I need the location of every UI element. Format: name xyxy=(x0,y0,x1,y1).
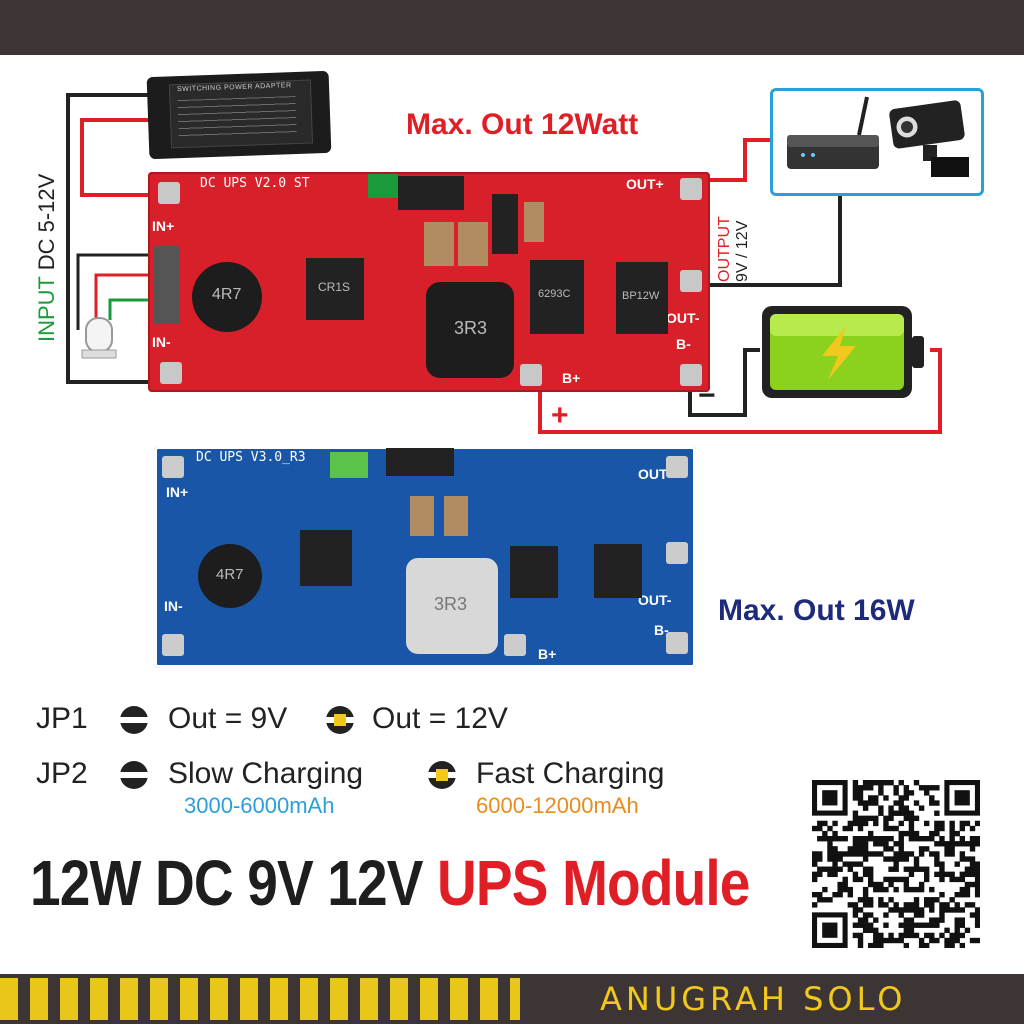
jp2-open-caption: 3000-6000mAh xyxy=(184,793,335,818)
ic-chip-2-label: 6293C xyxy=(538,288,571,300)
red-out-plus: OUT+ xyxy=(626,176,664,192)
title-black: 12W DC 9V 12V xyxy=(30,847,423,919)
jp1-closed-label: Out = 12V xyxy=(372,702,508,735)
led-icon xyxy=(81,317,117,359)
hazard-stripes xyxy=(0,978,520,1020)
ic-chip-3: BP12W xyxy=(616,262,668,334)
red-board-title: DC UPS V2.0 ST xyxy=(200,176,310,191)
input-prefix: INPUT xyxy=(34,276,59,342)
red-b-minus: B- xyxy=(676,336,691,352)
jumper-open-icon xyxy=(120,761,148,789)
blue-inductor-4r7-label: 4R7 xyxy=(216,566,244,583)
output-prefix: OUTPUT xyxy=(716,216,733,282)
blue-inductor-4r7: 4R7 xyxy=(198,544,262,608)
wiring-diagram: + − xyxy=(66,93,942,434)
battery-icon xyxy=(760,304,926,400)
blue-in-plus: IN+ xyxy=(166,484,189,500)
output-label: OUTPUT 9V / 12V xyxy=(716,216,752,282)
blue-in-minus: IN- xyxy=(164,598,183,614)
inductor-3r3-label: 3R3 xyxy=(454,318,488,338)
jp2-open-label: Slow Charging xyxy=(168,757,364,790)
jumper-closed-icon xyxy=(326,706,354,734)
input-value: DC 5-12V xyxy=(34,173,59,271)
jumper-closed-icon xyxy=(428,761,456,789)
red-in-plus: IN+ xyxy=(152,218,175,234)
blue-ups-board: DC UPS V3.0_R3 IN+ IN- OUT+ OUT- B+ B- 4… xyxy=(154,446,696,668)
jp2-closed-label: Fast Charging xyxy=(476,757,665,790)
power-adapter: SWITCHING POWER ADAPTER xyxy=(146,70,332,160)
jp1-name: JP1 xyxy=(36,702,88,735)
blue-b-minus: B- xyxy=(654,622,669,638)
jp2-row: JP2 Slow Charging 3000-6000mAh Fast Char… xyxy=(36,757,736,827)
max-out-blue-label: Max. Out 16W xyxy=(718,594,915,627)
output-value: 9V / 12V xyxy=(734,220,751,282)
blue-b-plus: B+ xyxy=(538,646,557,662)
input-label: INPUT DC 5-12V xyxy=(34,174,60,342)
inductor-3r3: 3R3 xyxy=(426,282,514,378)
ic-chip-3-label: BP12W xyxy=(622,290,660,302)
brand-name: ANUGRAH SOLO xyxy=(600,980,907,1018)
svg-text:+: + xyxy=(551,399,569,432)
page-title: 12W DC 9V 12V UPS Module xyxy=(30,846,750,920)
blue-inductor-3r3: 3R3 xyxy=(406,558,498,654)
jumper-open-icon xyxy=(120,706,148,734)
router-icon xyxy=(787,96,969,177)
ic-chip-1-label: CR1S xyxy=(318,280,351,294)
ic-chip-1: CR1S xyxy=(306,258,364,320)
inductor-4r7-label: 4R7 xyxy=(212,286,242,303)
ic-chip-2: 6293C xyxy=(530,260,584,334)
red-b-plus: B+ xyxy=(562,370,581,386)
jp1-row: JP1 Out = 9V Out = 12V xyxy=(36,702,596,742)
blue-board-title: DC UPS V3.0_R3 xyxy=(196,450,306,465)
red-out-minus: OUT- xyxy=(666,310,700,326)
inductor-4r7: 4R7 xyxy=(192,262,262,332)
jp2-name: JP2 xyxy=(36,757,88,790)
title-red: UPS Module xyxy=(437,847,750,919)
jp1-open-label: Out = 9V xyxy=(168,702,288,735)
max-out-red-label: Max. Out 12Watt xyxy=(406,108,639,141)
qr-code xyxy=(812,780,981,949)
output-devices-box xyxy=(770,88,984,196)
top-bar xyxy=(0,0,1024,55)
cctv-camera-icon xyxy=(889,100,969,177)
jp2-closed-caption: 6000-12000mAh xyxy=(476,793,639,818)
red-ups-board: DC UPS V2.0 ST IN+ IN- OUT+ OUT- B+ B- 4… xyxy=(148,172,710,392)
red-in-minus: IN- xyxy=(152,334,171,350)
blue-inductor-3r3-label: 3R3 xyxy=(434,594,468,614)
blue-out-minus: OUT- xyxy=(638,592,672,608)
